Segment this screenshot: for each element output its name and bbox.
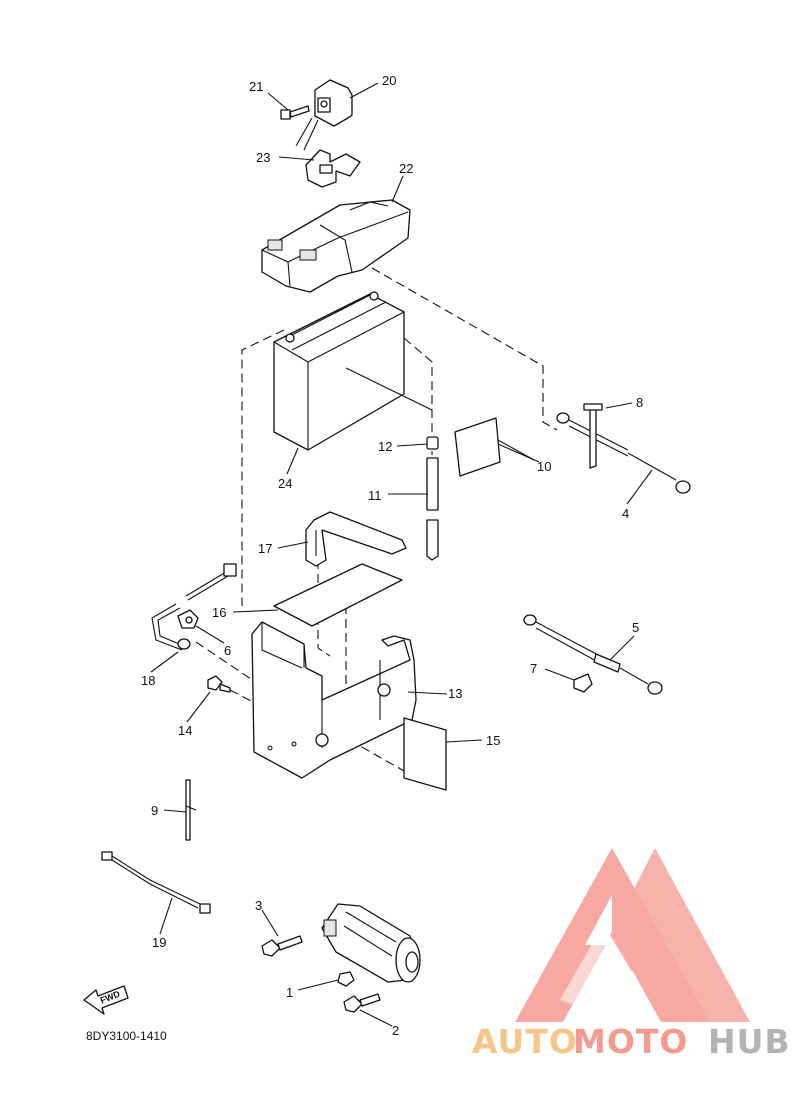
label-2: 2 — [392, 1023, 399, 1038]
battery-case — [251, 621, 417, 779]
rubber-plate — [273, 563, 403, 627]
ground-cable — [151, 563, 237, 651]
watermark-hub: HUB — [708, 1022, 791, 1061]
battery — [273, 291, 433, 451]
battery-band — [305, 511, 407, 567]
label-12: 12 — [378, 439, 392, 454]
relay-bracket — [305, 149, 361, 188]
battery-cover — [261, 199, 411, 293]
leader-lines — [150, 82, 653, 1027]
label-24: 24 — [278, 476, 292, 491]
label-4: 4 — [622, 506, 629, 521]
label-5: 5 — [632, 620, 639, 635]
label-11: 11 — [368, 488, 382, 503]
part-number-labels: 21 20 23 22 24 10 12 11 8 4 17 16 6 5 7 … — [141, 73, 643, 1038]
starter-bolt-3 — [261, 935, 303, 957]
label-7: 7 — [530, 661, 537, 676]
label-20: 20 — [382, 73, 396, 88]
starter-bolt-2 — [343, 993, 381, 1013]
label-6: 6 — [224, 643, 231, 658]
case-bolt — [207, 675, 231, 693]
label-3: 3 — [255, 898, 262, 913]
label-15: 15 — [486, 733, 500, 748]
watermark-logo-icon — [515, 848, 750, 1022]
sub-wire-harness — [101, 851, 211, 914]
relay-bolt — [280, 105, 310, 120]
starter-motor — [321, 903, 421, 983]
label-23: 23 — [256, 150, 270, 165]
label-10: 10 — [537, 459, 551, 474]
label-14: 14 — [178, 723, 192, 738]
label-8: 8 — [636, 395, 643, 410]
cable-clamp-6 — [177, 609, 199, 629]
label-19: 19 — [152, 935, 166, 950]
label-13: 13 — [448, 686, 462, 701]
label-1: 1 — [286, 985, 293, 1000]
watermark-auto: AUTO — [472, 1022, 578, 1061]
label-22: 22 — [399, 161, 413, 176]
label-9: 9 — [151, 803, 158, 818]
warning-label — [454, 417, 535, 477]
starter-cable — [523, 614, 663, 695]
watermark-text: AUTO MOTO HUB — [472, 1022, 791, 1061]
diagram-code: 8DY3100-1410 — [86, 1029, 167, 1043]
label-21: 21 — [249, 79, 263, 94]
label-17: 17 — [258, 541, 272, 556]
breather-hose — [426, 436, 439, 561]
case-cover-plate — [403, 717, 447, 791]
starter-relay — [295, 79, 353, 151]
starter-nut — [337, 971, 355, 987]
label-18: 18 — [141, 673, 155, 688]
cable-tie — [185, 779, 197, 841]
watermark-moto: MOTO — [573, 1022, 688, 1061]
label-16: 16 — [212, 605, 226, 620]
positive-cable — [556, 403, 691, 494]
forward-arrow-icon: FWD — [83, 985, 129, 1015]
